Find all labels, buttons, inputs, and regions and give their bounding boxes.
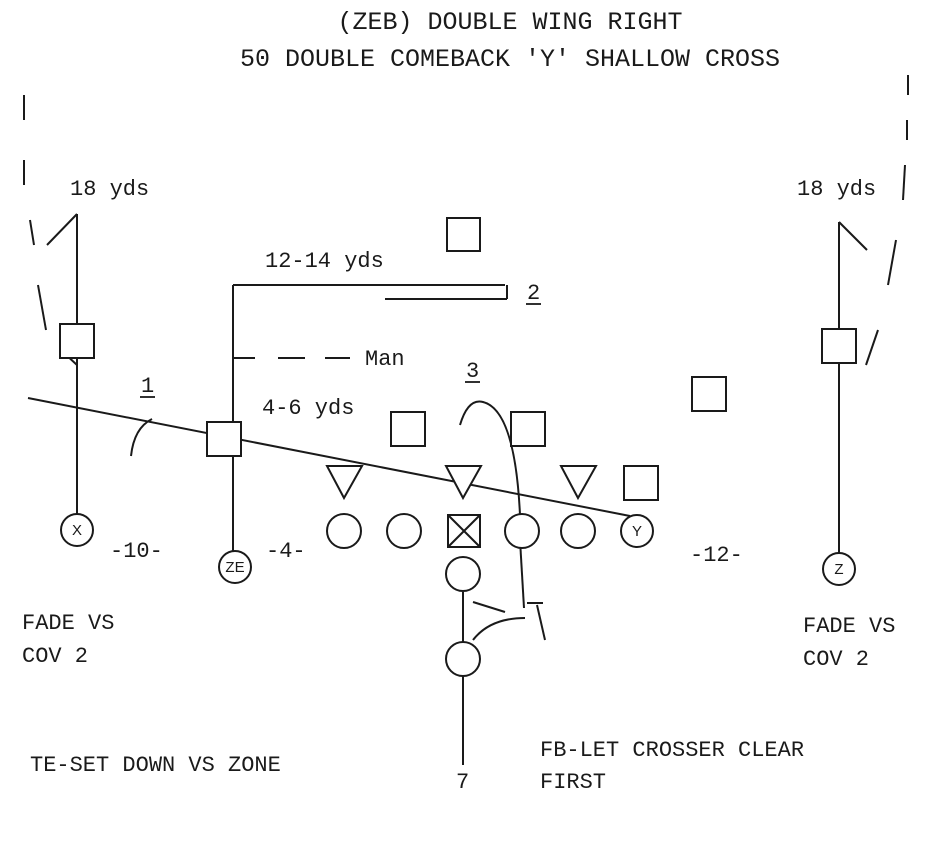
ze-receiver: ZE <box>218 550 252 584</box>
right-fade-note-line2: COV 2 <box>803 647 869 672</box>
play-title-line1: (ZEB) DOUBLE WING RIGHT <box>337 8 682 37</box>
ze-split-label: -4- <box>266 539 306 564</box>
svg-text:Z: Z <box>834 561 843 578</box>
svg-text:Y: Y <box>632 523 642 540</box>
defender-ze-cover <box>206 421 242 457</box>
svg-text:2: 2 <box>527 281 540 306</box>
x-receiver: X <box>60 513 94 547</box>
right-boundary-dashes <box>865 75 909 366</box>
read-two-bracket <box>385 285 508 300</box>
defensive-lineman-2 <box>444 465 483 501</box>
svg-text:1: 1 <box>141 374 154 399</box>
svg-text:3: 3 <box>466 359 479 384</box>
center <box>447 514 481 548</box>
defensive-lineman-1 <box>325 465 364 501</box>
read-two-number: 2 <box>526 281 541 306</box>
defensive-lineman-3 <box>559 465 598 501</box>
defender-right-outside <box>691 376 727 412</box>
defender-linebacker-right <box>510 411 546 447</box>
defender-linebacker-left <box>390 411 426 447</box>
defender-y-cover <box>623 465 659 501</box>
play-title-line2: 50 DOUBLE COMEBACK 'Y' SHALLOW CROSS <box>240 45 780 74</box>
left-boundary-dashes <box>23 95 47 331</box>
crosser-line <box>519 539 525 609</box>
ze-route <box>232 284 505 552</box>
quarterback <box>445 556 481 592</box>
te-note: TE-SET DOWN VS ZONE <box>30 753 281 778</box>
ze-depth-label: 12-14 yds <box>265 249 384 274</box>
defender-left-corner <box>59 323 95 359</box>
fullback <box>445 641 481 677</box>
right-tackle <box>560 513 596 549</box>
z-fade-route <box>838 221 868 553</box>
read-three-route <box>459 400 521 516</box>
left-guard <box>386 513 422 549</box>
right-depth-label: 18 yds <box>797 177 876 202</box>
fb-number: 7 <box>456 770 469 795</box>
defender-right-corner <box>821 328 857 364</box>
left-fade-note-line2: COV 2 <box>22 644 88 669</box>
read-three-number: 3 <box>465 359 480 384</box>
defender-deep-middle <box>446 217 481 252</box>
read-one-number: 1 <box>140 374 155 399</box>
x-fade-route <box>46 213 78 515</box>
svg-text:ZE: ZE <box>225 559 244 576</box>
y-receiver: Y <box>620 514 654 548</box>
short-depth-label: 4-6 yds <box>262 396 354 421</box>
right-guard <box>504 513 540 549</box>
fb-note-line1: FB-LET CROSSER CLEAR <box>540 738 804 763</box>
z-receiver: Z <box>822 552 856 586</box>
right-fade-note-line1: FADE VS <box>803 614 895 639</box>
x-split-label: -10- <box>110 539 163 564</box>
y-split-label: -12- <box>690 543 743 568</box>
left-fade-note-line1: FADE VS <box>22 611 114 636</box>
fb-note-line2: FIRST <box>540 770 606 795</box>
read-one-arc <box>130 418 153 457</box>
svg-text:X: X <box>72 522 82 539</box>
left-tackle <box>326 513 362 549</box>
left-depth-label: 18 yds <box>70 177 149 202</box>
fb-route <box>462 592 546 765</box>
man-label: Man <box>365 347 405 372</box>
y-shallow-cross-route <box>27 397 631 517</box>
